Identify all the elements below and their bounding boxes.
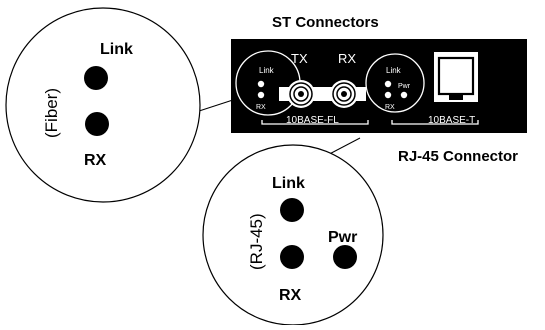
tx-st-connector bbox=[279, 80, 323, 108]
fiber-inset-link-led bbox=[84, 66, 108, 90]
fiber-inset-link-label: Link bbox=[100, 41, 133, 58]
panel-rj-pwr-led bbox=[400, 91, 408, 99]
fiber-inset-rx-label: RX bbox=[84, 152, 107, 169]
device-front-panel bbox=[231, 39, 527, 133]
rj45-jack bbox=[434, 52, 478, 102]
panel-fiber-rx-label: RX bbox=[256, 104, 266, 111]
rx-st-connector bbox=[322, 80, 366, 108]
rj45-led-ring bbox=[365, 53, 425, 113]
tp-port-bracket bbox=[391, 120, 479, 125]
panel-rj-rx-label: RX bbox=[385, 104, 395, 111]
fiber-leader-line bbox=[195, 97, 240, 113]
rj45-inset-link-label: Link bbox=[272, 175, 305, 192]
panel-fiber-link-label: Link bbox=[259, 66, 275, 75]
panel-tx-label: TX bbox=[291, 51, 308, 66]
panel-rj-link-led bbox=[384, 80, 392, 88]
fiber-inset-rx-led bbox=[85, 112, 109, 136]
rj45-inset-rx-label: RX bbox=[279, 287, 302, 304]
panel-rj-pwr-label: Pwr bbox=[398, 83, 411, 90]
panel-rx-label: RX bbox=[338, 51, 356, 66]
panel-rj-link-label: Link bbox=[386, 66, 402, 75]
rj45-inset-pwr-label: Pwr bbox=[328, 229, 357, 246]
panel-tp-port-label: 10BASE-T bbox=[428, 115, 475, 126]
rj45-inset-link-led bbox=[280, 198, 304, 222]
fiber-port-bracket bbox=[261, 120, 369, 125]
rj45-connector-label: RJ-45 Connector bbox=[398, 148, 518, 165]
fiber-inset-circle bbox=[5, 7, 201, 203]
panel-rj-rx-led bbox=[384, 91, 392, 99]
fiber-inset-group-label: (Fiber) bbox=[42, 88, 61, 138]
rj45-inset-group-label: (RJ-45) bbox=[247, 213, 266, 270]
panel-fiber-link-led bbox=[257, 80, 265, 88]
st-connectors-label: ST Connectors bbox=[272, 14, 379, 31]
rj45-inset-rx-led bbox=[280, 245, 304, 269]
panel-fiber-rx-led bbox=[257, 91, 265, 99]
panel-fiber-port-label: 10BASE-FL bbox=[286, 115, 339, 126]
rj45-inset-pwr-led bbox=[333, 245, 357, 269]
